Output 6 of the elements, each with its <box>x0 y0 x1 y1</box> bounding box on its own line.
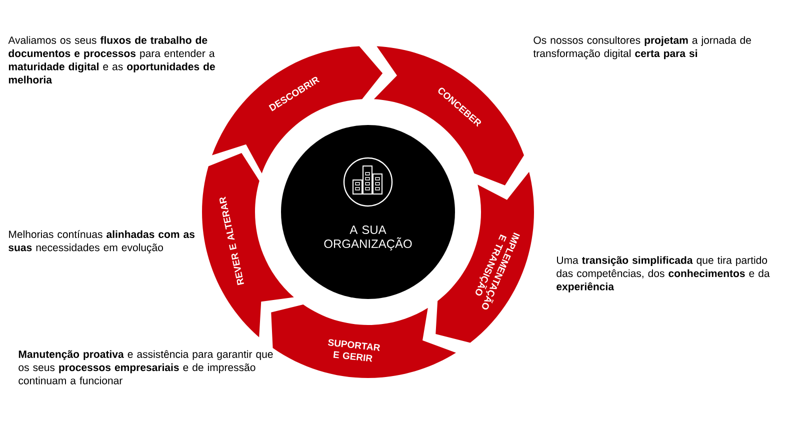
description-text: Os nossos consultores projetam a jornada de transformação digital certa para si <box>533 36 751 60</box>
cycle-segment: REVER E ALTERAR <box>202 153 294 338</box>
description-text: Uma transição simplificada que tira partido das competências, dos conhecimentos e da experiência <box>556 256 770 292</box>
description-text: Avaliamos os seus fluxos de trabalho de documentos e processos para entender a maturidade digital e as oportunidades de melhoria <box>8 36 215 84</box>
description-text: Manutenção proativa e assistência para garantir que os seus processos empresariais e de impressão continuam a funcionar <box>18 350 273 384</box>
description-text: Melhorias contínuas alinhadas com as suas necessidades em evolução <box>8 230 195 254</box>
